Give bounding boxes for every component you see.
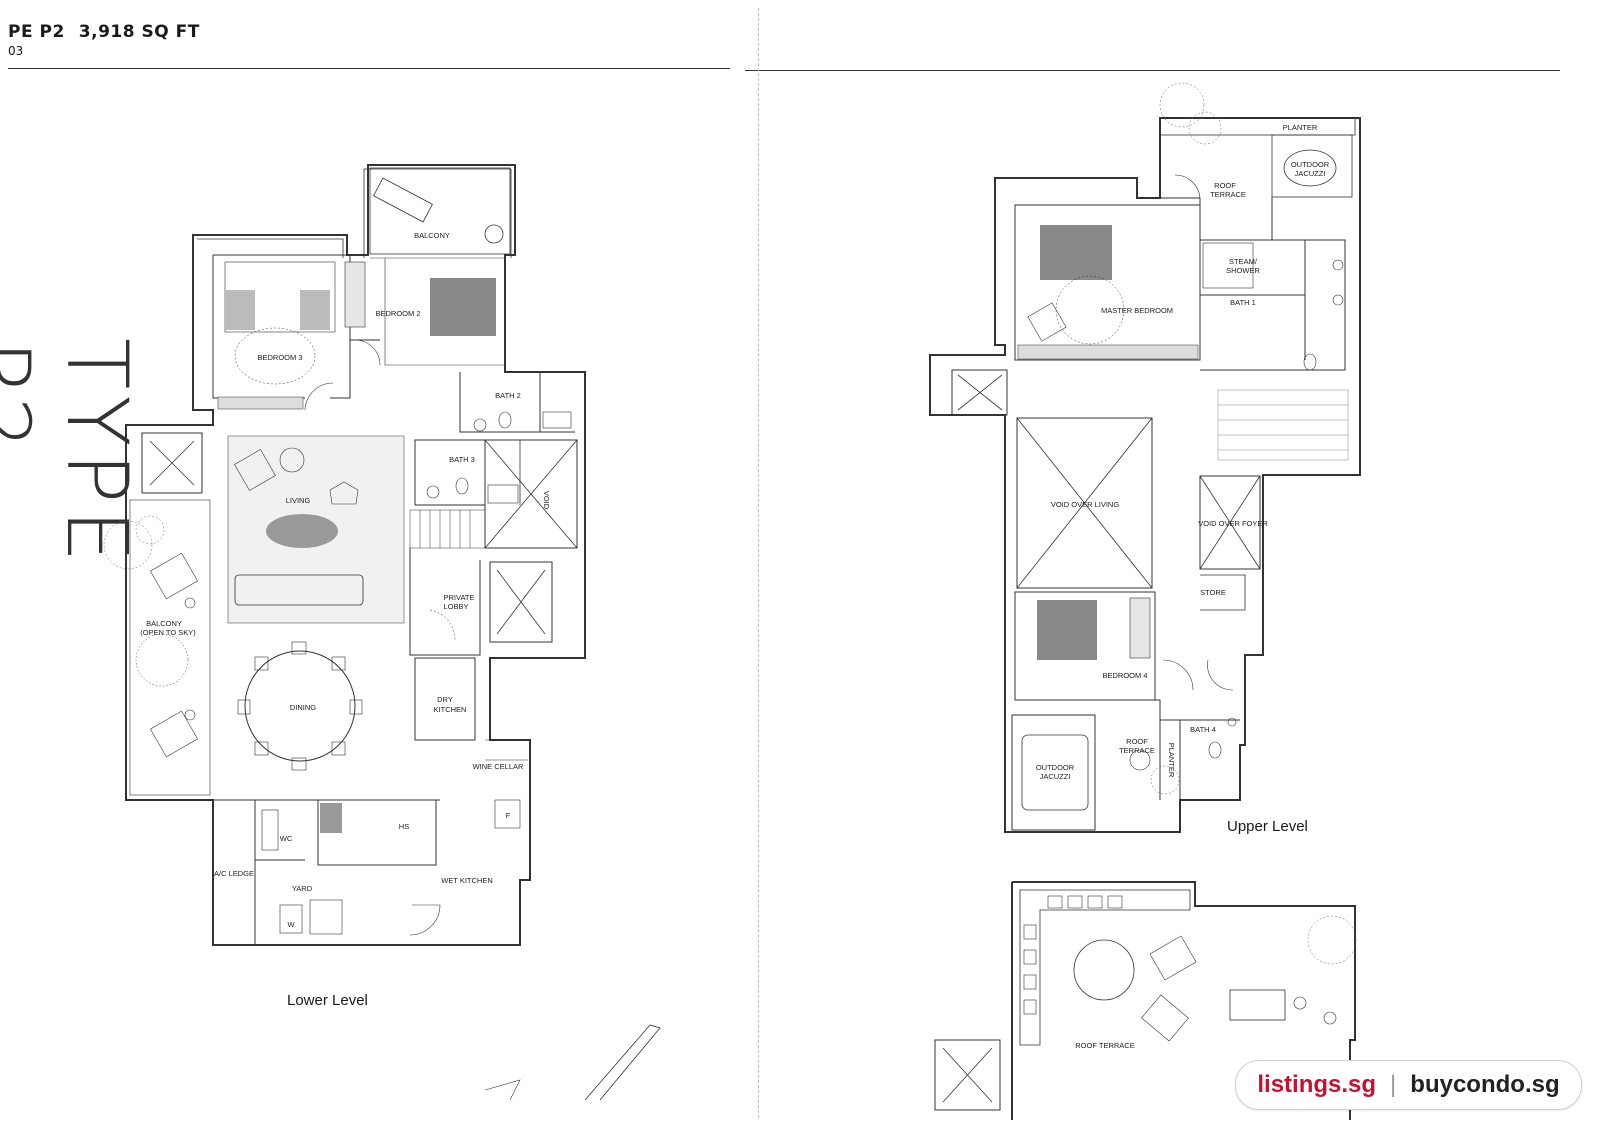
label-hs: HS (399, 822, 409, 831)
label-outdoor-jacuzzi: OUTDOOR (1291, 160, 1330, 169)
label-f: F (506, 811, 511, 820)
rug-table-icon (266, 514, 338, 548)
label-jacuzzi-b-2: JACUZZI (1040, 772, 1071, 781)
label-roof-terrace-b-2: TERRACE (1119, 746, 1155, 755)
toilet-icon (455, 477, 469, 495)
header-rule-left (8, 68, 730, 69)
label-balcony-open: BALCONY (146, 619, 182, 628)
label-void: VOID (542, 491, 551, 510)
basin-icon (426, 485, 440, 499)
tree-icon (1150, 82, 1222, 795)
basin-icon (473, 418, 487, 432)
tree-icon (1307, 915, 1357, 965)
toilet-icon (498, 411, 512, 429)
label-bath-3: BATH 3 (449, 455, 475, 464)
label-store: STORE (1200, 588, 1226, 597)
label-bath-4: BATH 4 (1190, 725, 1216, 734)
lower-level-caption: Lower Level (287, 992, 368, 1009)
stairs-icon (1217, 389, 1349, 461)
label-wet-kitchen: WET KITCHEN (441, 876, 493, 885)
label-yard: YARD (292, 884, 313, 893)
label-wc: WC (280, 834, 293, 843)
label-ac-ledge: A/C LEDGE (214, 869, 254, 878)
room-labels: BALCONY BEDROOM 2 BEDROOM 3 BATH 2 BATH … (140, 123, 1330, 1050)
bed-icon (300, 290, 330, 330)
scan-artifact (584, 1024, 661, 1101)
upper-level-plan (929, 82, 1361, 833)
stairs-icon (409, 509, 486, 549)
label-void-over-living: VOID OVER LIVING (1051, 500, 1120, 509)
label-dining: DINING (290, 703, 316, 712)
lounger-icon (1229, 989, 1286, 1021)
label-bedroom-2: BEDROOM 2 (375, 309, 420, 318)
roof-level-plan (934, 881, 1357, 1120)
label-roof-terrace-2: TERRACE (1210, 190, 1246, 199)
lounge-chair-icon (150, 552, 198, 600)
watermark-separator: | (1390, 1071, 1397, 1098)
lounger-icon (373, 177, 433, 223)
label-private-lobby-2: LOBBY (443, 602, 468, 611)
label-roof-terrace: ROOF (1214, 181, 1236, 190)
label-void-over-foyer: VOID OVER FOYER (1198, 519, 1268, 528)
watermark-right: buycondo.sg (1410, 1071, 1560, 1098)
label-balcony: BALCONY (414, 231, 450, 240)
label-dry-kitchen: DRY (437, 695, 453, 704)
label-bedroom-3: BEDROOM 3 (257, 353, 302, 362)
label-steam: STEAM/ (1229, 257, 1258, 266)
bed-icon (1037, 600, 1097, 660)
bed-icon (1040, 225, 1112, 280)
label-bedroom-4: BEDROOM 4 (1102, 671, 1147, 680)
label-bath-1: BATH 1 (1230, 298, 1256, 307)
watermark-left: listings.sg (1257, 1071, 1377, 1098)
sofa-icon (234, 574, 364, 606)
header-rule-right (745, 70, 1560, 71)
label-outdoor-jacuzzi-2: JACUZZI (1295, 169, 1326, 178)
label-private-lobby: PRIVATE (444, 593, 475, 602)
tree-icon (103, 515, 165, 570)
jacuzzi-icon (1021, 734, 1089, 811)
label-living: LIVING (286, 496, 311, 505)
label-balcony-open-sub: (OPEN TO SKY) (140, 628, 196, 637)
label-bath-2: BATH 2 (495, 391, 521, 400)
label-roof-terrace-top: ROOF TERRACE (1075, 1041, 1134, 1050)
lower-level-plan (103, 164, 586, 946)
jacuzzi-icon (1283, 149, 1337, 187)
plan-type-header: PE P2 3,918 SQ FT (8, 22, 200, 42)
label-master-bedroom: MASTER BEDROOM (1101, 306, 1173, 315)
bed-icon (430, 278, 496, 336)
page-gutter (758, 8, 759, 1118)
label-steam-2: SHOWER (1226, 266, 1260, 275)
lounge-chair-icon (150, 710, 198, 758)
plan-type: PE P2 (8, 22, 65, 42)
plan-area: 3,918 SQ FT (78, 22, 200, 42)
watermark-badge: listings.sg | buycondo.sg (1235, 1060, 1582, 1110)
label-roof-terrace-b: ROOF (1126, 737, 1148, 746)
bed-icon (225, 290, 255, 330)
label-jacuzzi-b: OUTDOOR (1036, 763, 1075, 772)
upper-level-caption: Upper Level (1227, 818, 1308, 835)
label-planter-b: PLANTER (1167, 743, 1176, 778)
label-planter: PLANTER (1283, 123, 1318, 132)
label-dry-kitchen-2: KITCHEN (434, 705, 467, 714)
dining-chairs (237, 641, 363, 771)
planter-pot-icon (484, 224, 504, 244)
plan-sub-number: 03 (8, 44, 24, 58)
label-wine-cellar: WINE CELLAR (473, 762, 524, 771)
label-w: W (287, 920, 295, 929)
